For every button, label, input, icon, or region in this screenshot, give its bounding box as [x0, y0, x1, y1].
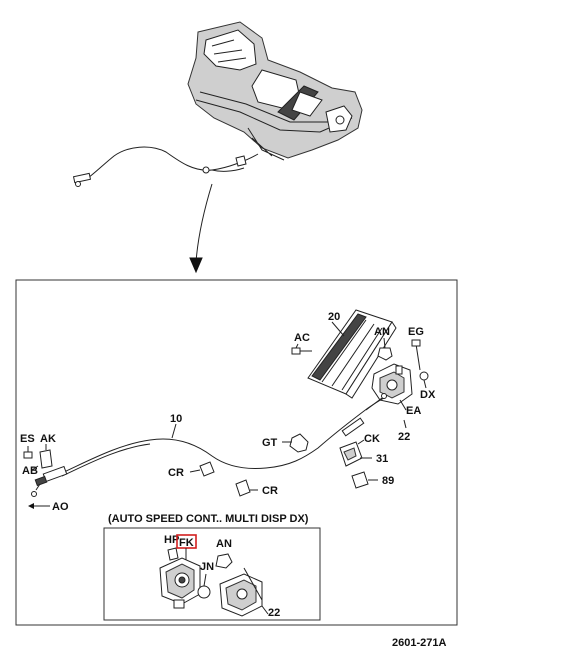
callout-gt: GT: [262, 437, 278, 449]
callout-dx: DX: [420, 389, 436, 401]
callout-fk: FK: [179, 537, 194, 549]
callout-ac: AC: [294, 332, 310, 344]
callout-ck: CK: [364, 433, 380, 445]
inset-title: (AUTO SPEED CONT.. MULTI DISP DX): [108, 513, 309, 525]
detail-frame: [15, 279, 458, 626]
throttle-cable: [31, 393, 387, 497]
accelerator-pedal: [307, 309, 397, 399]
callout-89: 89: [382, 475, 394, 487]
callout-hp: HP: [164, 534, 179, 546]
pedal-bracket-assembly: [371, 363, 413, 429]
bolt-eg: [411, 339, 421, 371]
clip-hp: [167, 547, 179, 561]
speed-control-actuator: [159, 557, 201, 609]
bolt-ac: [291, 343, 312, 355]
cable-bracket-ck: [339, 439, 372, 467]
callout-cr-2: CR: [262, 485, 278, 497]
leader-10: [171, 423, 177, 439]
callout-ao: AO: [52, 501, 69, 513]
callout-eg: EG: [408, 326, 424, 338]
oring-jn: [197, 573, 211, 599]
pointer-ao: [28, 503, 50, 509]
callout-an: AN: [374, 326, 390, 338]
inset-callout-an: AN: [216, 538, 232, 550]
inset-callout-22: 22: [268, 607, 280, 619]
callout-20: 20: [328, 311, 340, 323]
callout-31: 31: [376, 453, 388, 465]
inset-bracket-22: [219, 567, 269, 617]
callout-es: ES: [20, 433, 35, 445]
clip-dx: [419, 371, 429, 389]
cable-clip-cr-1: [189, 461, 215, 477]
nut-an: [377, 337, 393, 361]
leader-20: [331, 321, 345, 337]
inset-frame: [103, 527, 321, 621]
callout-22: 22: [398, 431, 410, 443]
inset-nut-an: [215, 553, 233, 569]
callout-ab: AB: [22, 465, 38, 477]
clip-89: [351, 471, 378, 489]
cable-clip-gt: [282, 433, 309, 453]
cable-bracket-es-ak: [23, 444, 53, 471]
callout-cr-1: CR: [168, 467, 184, 479]
cable-clip-cr-2: [235, 479, 258, 497]
vehicle-floor-overview: [187, 21, 363, 161]
callout-ea: EA: [406, 405, 421, 417]
callout-ak: AK: [40, 433, 56, 445]
zoom-pointer-arrow: [189, 183, 213, 274]
callout-10: 10: [170, 413, 182, 425]
overview-throttle-cable: [72, 146, 259, 187]
callout-jn: JN: [200, 561, 214, 573]
diagram-code: 2601-271A: [392, 637, 446, 649]
